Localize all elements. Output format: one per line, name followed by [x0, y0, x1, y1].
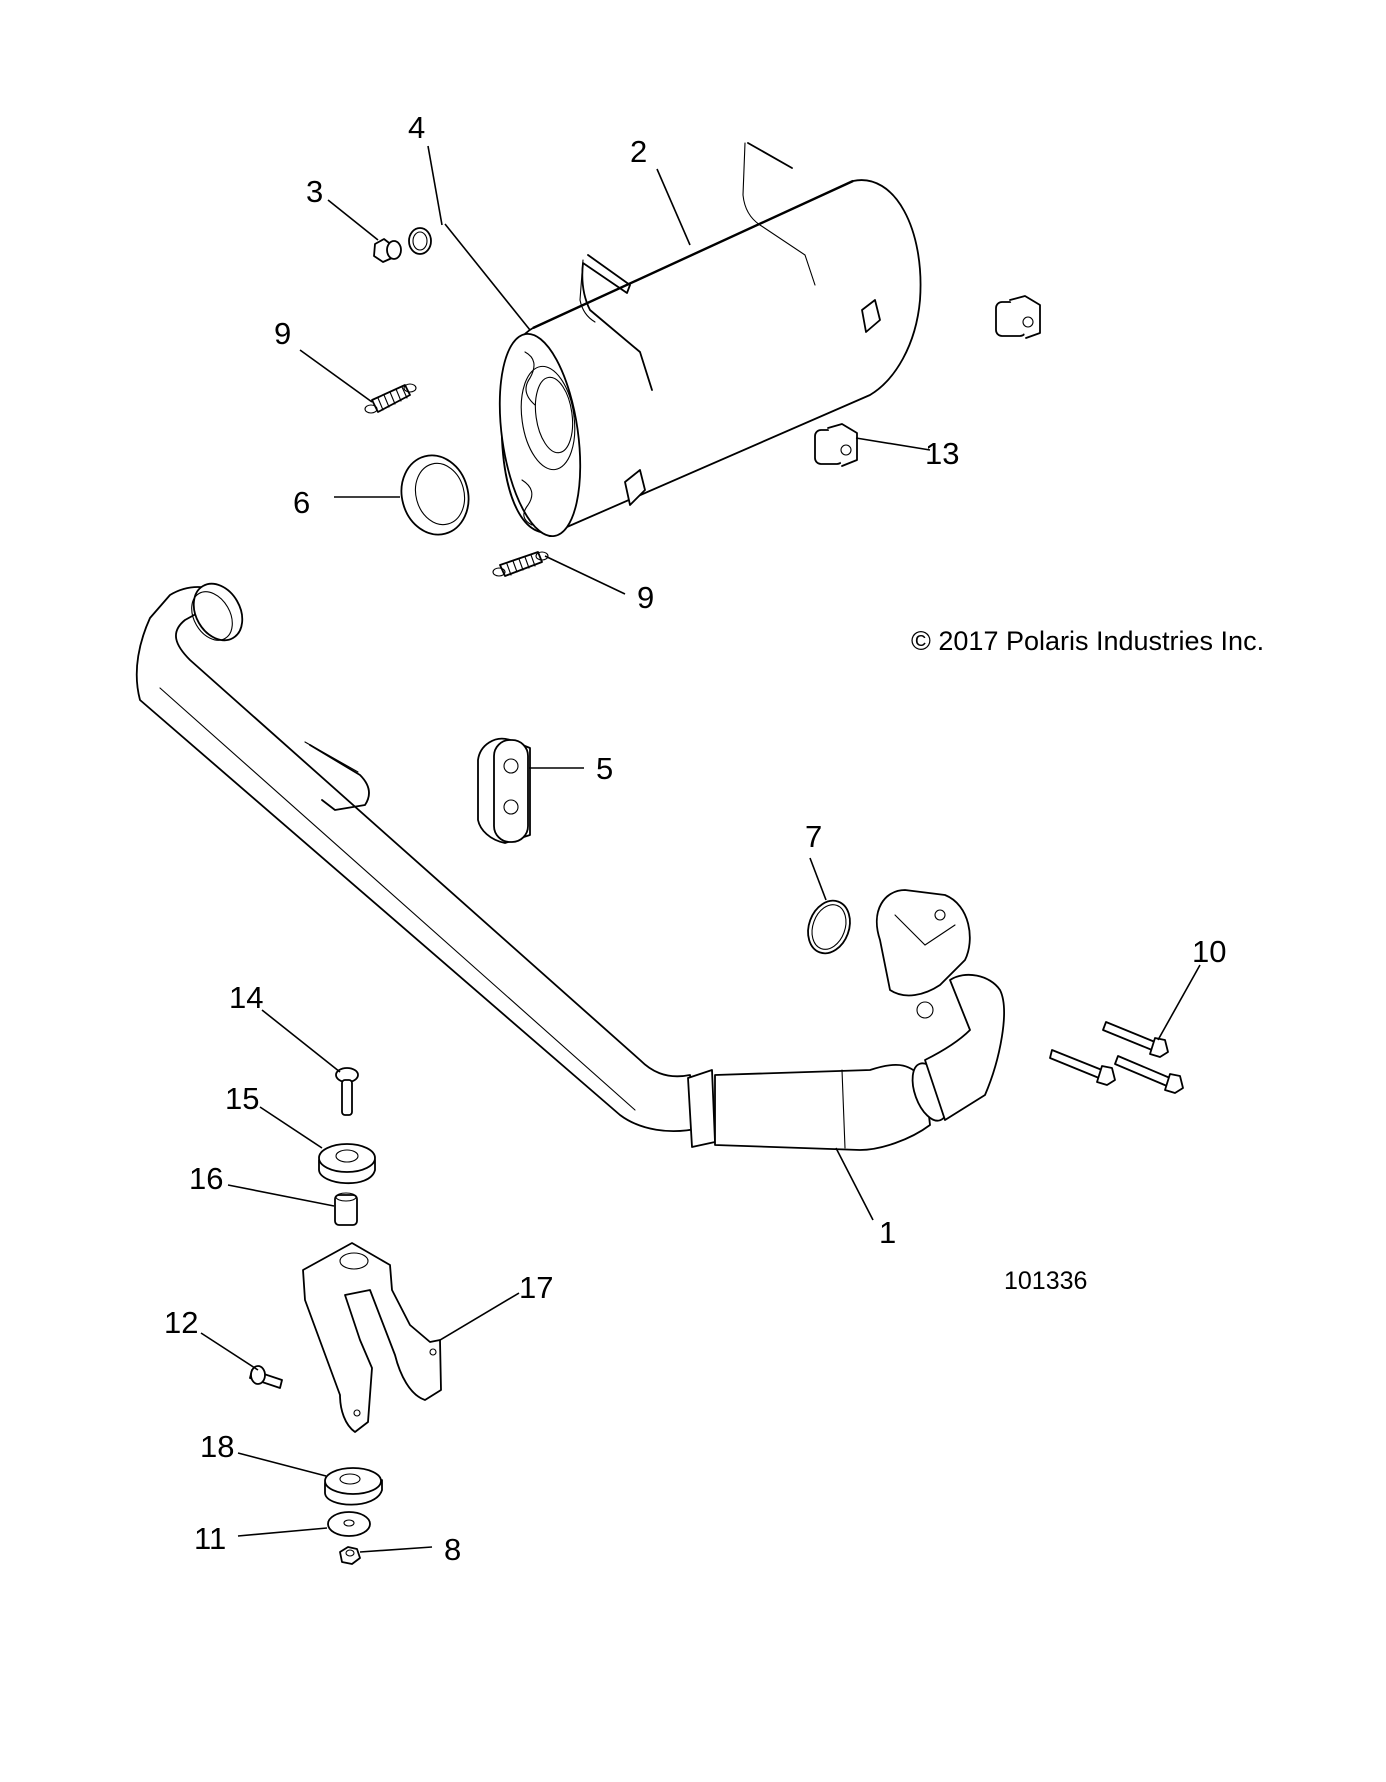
callout-labels: 4 3 2 9 13 6 9 5 7 10 14 15 16 1 17 12 1… — [164, 110, 1226, 1567]
bolt-part[interactable] — [335, 1067, 359, 1116]
isolator-grommet-lower-part[interactable] — [324, 1467, 383, 1506]
callout-6: 6 — [293, 485, 310, 520]
spring-lower-part[interactable] — [492, 551, 549, 577]
flange-bolt-part[interactable] — [1114, 1055, 1184, 1094]
leader-lines — [200, 145, 1201, 1553]
grommet-mount-part[interactable] — [814, 423, 858, 467]
callout-11: 11 — [194, 1521, 226, 1556]
exhaust-gasket-part[interactable] — [801, 895, 857, 959]
callout-10: 10 — [1192, 934, 1226, 969]
muffler-part[interactable] — [488, 142, 922, 541]
callout-1: 1 — [879, 1215, 896, 1250]
callout-15: 15 — [225, 1081, 259, 1116]
callout-9-upper: 9 — [274, 316, 291, 351]
flange-bolt-part[interactable] — [1049, 1049, 1116, 1086]
callout-16: 16 — [189, 1161, 223, 1196]
callout-8: 8 — [444, 1532, 461, 1567]
callout-7: 7 — [805, 819, 822, 854]
callout-5: 5 — [596, 751, 613, 786]
isolator-grommet-upper-part[interactable] — [318, 1143, 376, 1185]
figure-number: 101336 — [1004, 1267, 1087, 1295]
callout-3: 3 — [306, 174, 323, 209]
plug-washer-part[interactable] — [408, 227, 432, 255]
callout-2: 2 — [630, 134, 647, 169]
spark-arrestor-plug-part[interactable] — [373, 238, 402, 263]
grommet-mount-part[interactable] — [995, 295, 1041, 339]
callout-4: 4 — [408, 110, 425, 145]
spacer-sleeve-part[interactable] — [334, 1192, 358, 1226]
copyright-notice: © 2017 Polaris Industries Inc. — [911, 626, 1264, 656]
spring-upper-part[interactable] — [364, 383, 417, 414]
callout-12: 12 — [164, 1305, 198, 1340]
flange-bolt-part[interactable] — [1102, 1021, 1169, 1058]
callout-13: 13 — [925, 436, 959, 471]
callout-17: 17 — [519, 1270, 553, 1305]
callout-14: 14 — [229, 980, 263, 1015]
callout-18: 18 — [200, 1429, 234, 1464]
callout-9-lower: 9 — [637, 580, 654, 615]
muffler-seal-part[interactable] — [393, 448, 477, 542]
exhaust-isolator-part[interactable] — [477, 737, 531, 844]
mounting-bracket-part[interactable] — [302, 1242, 442, 1433]
hex-nut-part[interactable] — [339, 1546, 361, 1565]
exhaust-pipe-part[interactable] — [135, 575, 1005, 1151]
flange-screw-part[interactable] — [249, 1365, 283, 1389]
flat-washer-part[interactable] — [327, 1511, 371, 1537]
